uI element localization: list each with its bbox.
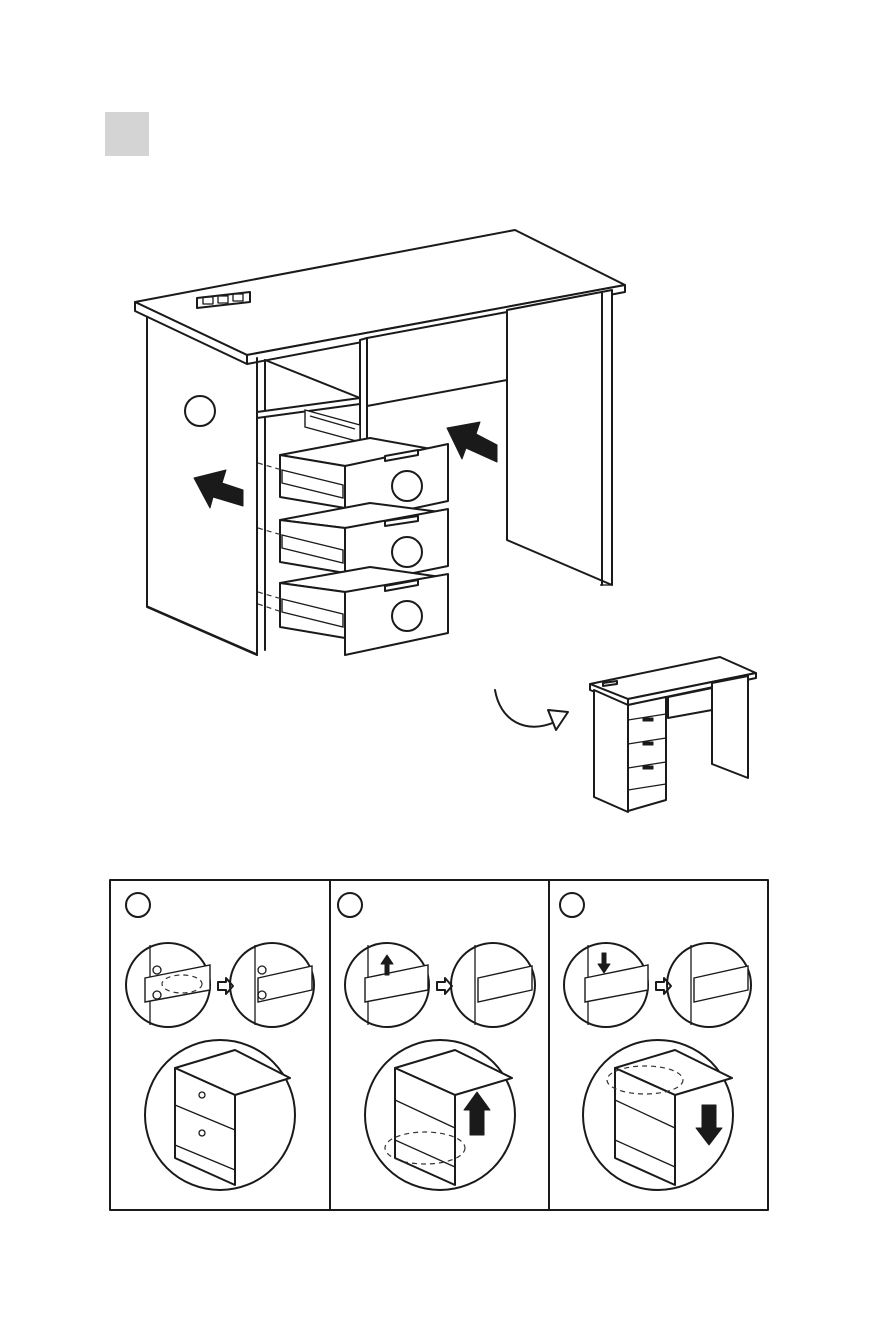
panel-callout-circle — [560, 893, 584, 917]
desk-right-panel — [507, 290, 612, 585]
drawer-bottom — [280, 567, 448, 655]
arrow-up-icon — [464, 1092, 490, 1135]
arrow-down-icon — [696, 1105, 722, 1145]
insert-arrow-right-icon — [447, 422, 497, 462]
detail-panel-3 — [560, 893, 751, 1190]
detail-panel-1 — [126, 893, 314, 1190]
assembled-desk-thumbnail — [590, 657, 756, 812]
panel-callout-circle — [338, 893, 362, 917]
detail-panel-2 — [338, 893, 535, 1190]
arrow-down-icon — [598, 953, 610, 973]
desk-illustration — [135, 230, 625, 655]
curved-arrow-icon — [495, 690, 568, 730]
panel-callout-circle — [126, 893, 150, 917]
